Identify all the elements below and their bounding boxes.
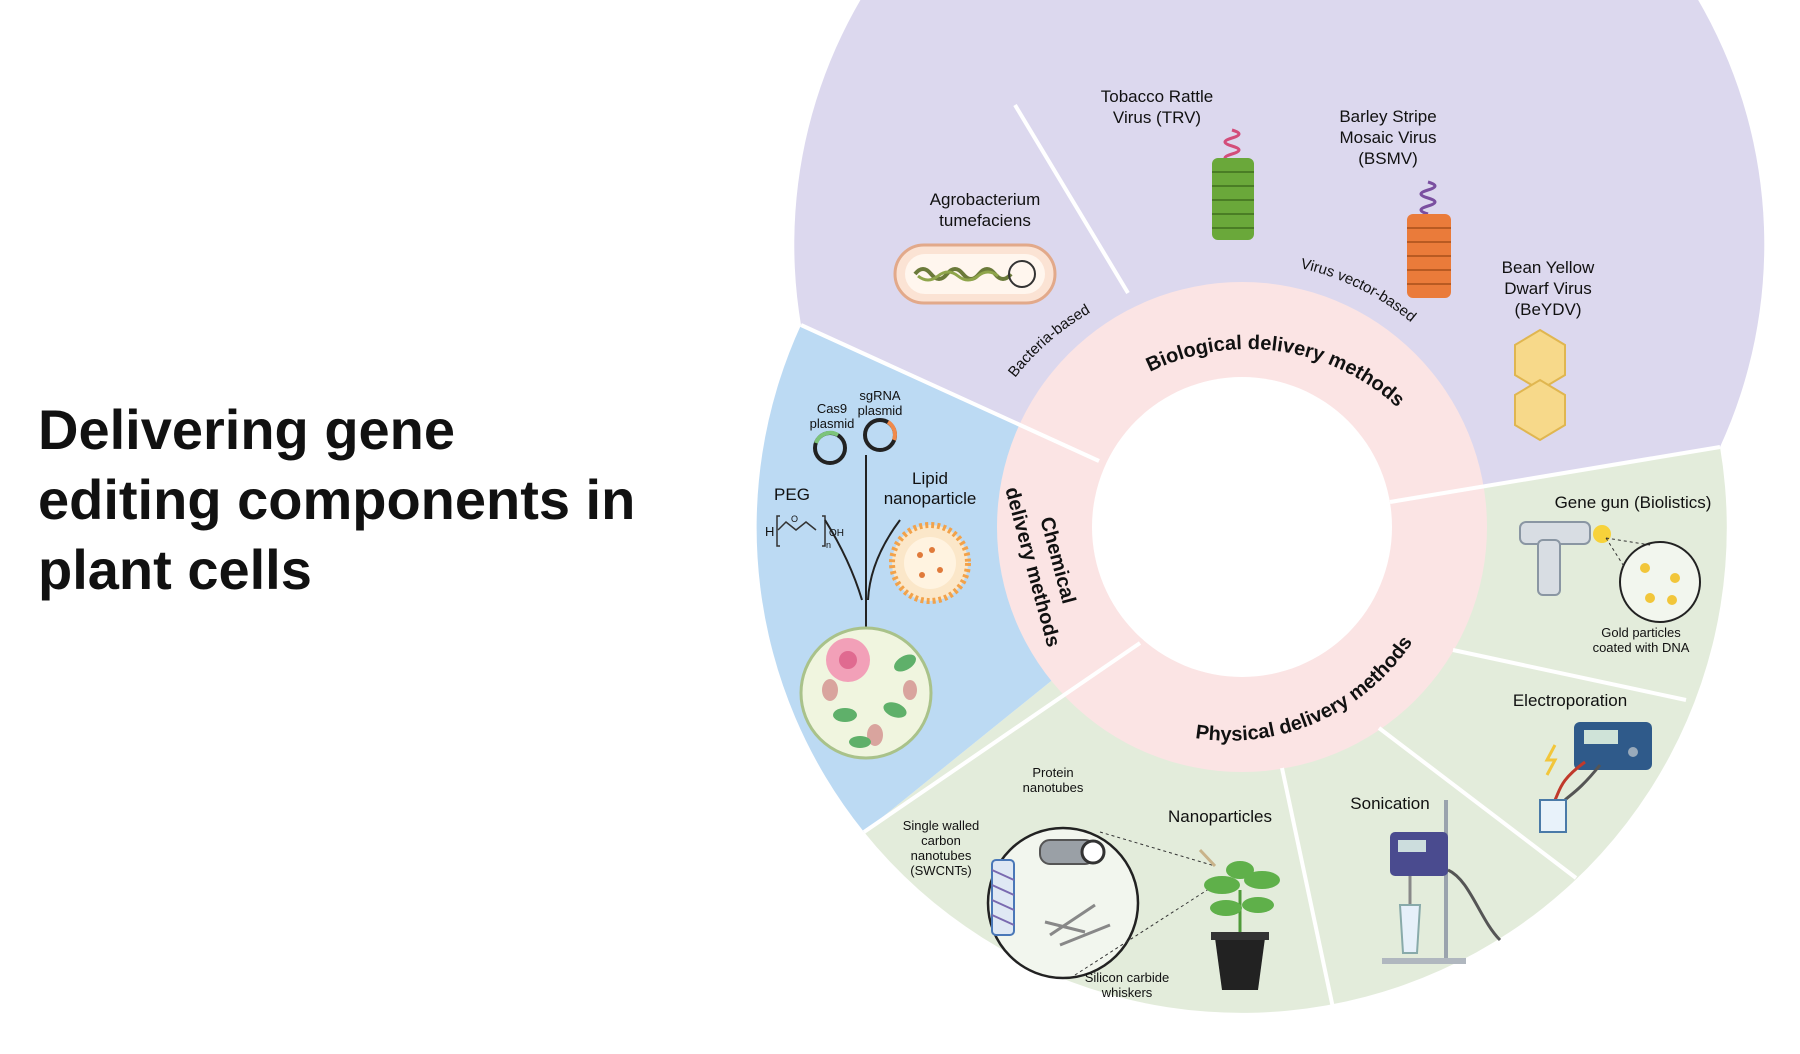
agrobacterium-group: Agrobacterium tumefaciens xyxy=(893,190,1057,305)
plant-pot-icon xyxy=(1198,848,1280,990)
bsmv-group: Barley Stripe Mosaic Virus (BSMV) xyxy=(1339,107,1451,298)
swcnt-label-2: carbon xyxy=(921,833,961,848)
bsmv-label-1: Barley Stripe xyxy=(1339,107,1436,126)
electroporation-group: Electroporation xyxy=(1513,691,1652,833)
peg-label: PEG xyxy=(774,485,810,504)
sgrna-plasmid-icon xyxy=(863,418,897,452)
gold-particles-icon xyxy=(1605,537,1701,623)
plant-cell-icon xyxy=(799,626,933,760)
bsmv-label-2: Mosaic Virus xyxy=(1340,128,1437,147)
beydv-virus-icon xyxy=(1514,328,1566,442)
sonication-group: Sonication xyxy=(1350,794,1502,964)
swcnt-label-3: nanotubes xyxy=(911,848,972,863)
chemical-content: Cas9 plasmid sgRNA plasmid PEG H O n OH … xyxy=(765,388,977,760)
cas9-plasmid-icon xyxy=(813,430,847,465)
page-title: Delivering gene editing components in pl… xyxy=(38,395,738,605)
bsmv-label-3: (BSMV) xyxy=(1358,149,1418,168)
bsmv-virus-icon xyxy=(1407,180,1451,298)
trv-label-1: Tobacco Rattle xyxy=(1101,87,1213,106)
lipid-label-1: Lipid xyxy=(912,469,948,488)
sgrna-label-2: plasmid xyxy=(858,403,903,418)
cas9-label-1: Cas9 xyxy=(817,401,847,416)
silicon-label-1: Silicon carbide xyxy=(1085,970,1170,985)
inner-ring xyxy=(997,282,1487,772)
trv-group: Tobacco Rattle Virus (TRV) xyxy=(1101,87,1254,240)
title-line-1: Delivering gene xyxy=(38,398,456,461)
nanoparticles-group: Nanoparticles Protein nanotubes Single w… xyxy=(903,765,1280,1000)
electroporation-label: Electroporation xyxy=(1513,691,1627,710)
cas9-label-2: plasmid xyxy=(810,416,855,431)
peg-h: H xyxy=(765,524,774,539)
gold-label-2: coated with DNA xyxy=(1593,640,1690,655)
beydv-label-3: (BeYDV) xyxy=(1514,300,1581,319)
nanomaterials-inset-icon xyxy=(986,826,1216,980)
sector-dividers xyxy=(800,103,1721,1009)
beydv-label-1: Bean Yellow xyxy=(1502,258,1595,277)
swcnt-label-4: (SWCNTs) xyxy=(910,863,971,878)
lipid-nanoparticle-icon xyxy=(889,522,971,604)
gene-gun-icon xyxy=(1519,521,1611,596)
agro-label-1: Agrobacterium xyxy=(930,190,1041,209)
protein-label-2: nanotubes xyxy=(1023,780,1084,795)
title-line-2: editing components in xyxy=(38,468,636,531)
beydv-label-2: Dwarf Virus xyxy=(1504,279,1592,298)
swcnt-label-1: Single walled xyxy=(903,818,980,833)
peg-oh: OH xyxy=(829,528,844,539)
sonicator-icon xyxy=(1382,800,1502,964)
beydv-group: Bean Yellow Dwarf Virus (BeYDV) xyxy=(1502,258,1595,442)
gene-gun-label: Gene gun (Biolistics) xyxy=(1555,493,1712,512)
agro-label-2: tumefaciens xyxy=(939,211,1031,230)
sonication-label: Sonication xyxy=(1350,794,1429,813)
peg-structure-icon: H O n OH xyxy=(765,514,844,550)
trv-virus-icon xyxy=(1212,128,1254,240)
gene-gun-group: Gene gun (Biolistics) Gold particles coa… xyxy=(1519,493,1712,655)
nanoparticles-label: Nanoparticles xyxy=(1168,807,1272,826)
title-line-3: plant cells xyxy=(38,538,312,601)
sgrna-label-1: sgRNA xyxy=(859,388,901,403)
trv-label-2: Virus (TRV) xyxy=(1113,108,1201,127)
bacterium-icon xyxy=(893,243,1057,305)
peg-o: O xyxy=(791,514,798,524)
protein-label-1: Protein xyxy=(1032,765,1073,780)
gold-label-1: Gold particles xyxy=(1601,625,1681,640)
lipid-label-2: nanoparticle xyxy=(884,489,977,508)
silicon-label-2: whiskers xyxy=(1101,985,1153,1000)
electroporator-icon xyxy=(1539,722,1652,833)
peg-n: n xyxy=(826,540,831,550)
